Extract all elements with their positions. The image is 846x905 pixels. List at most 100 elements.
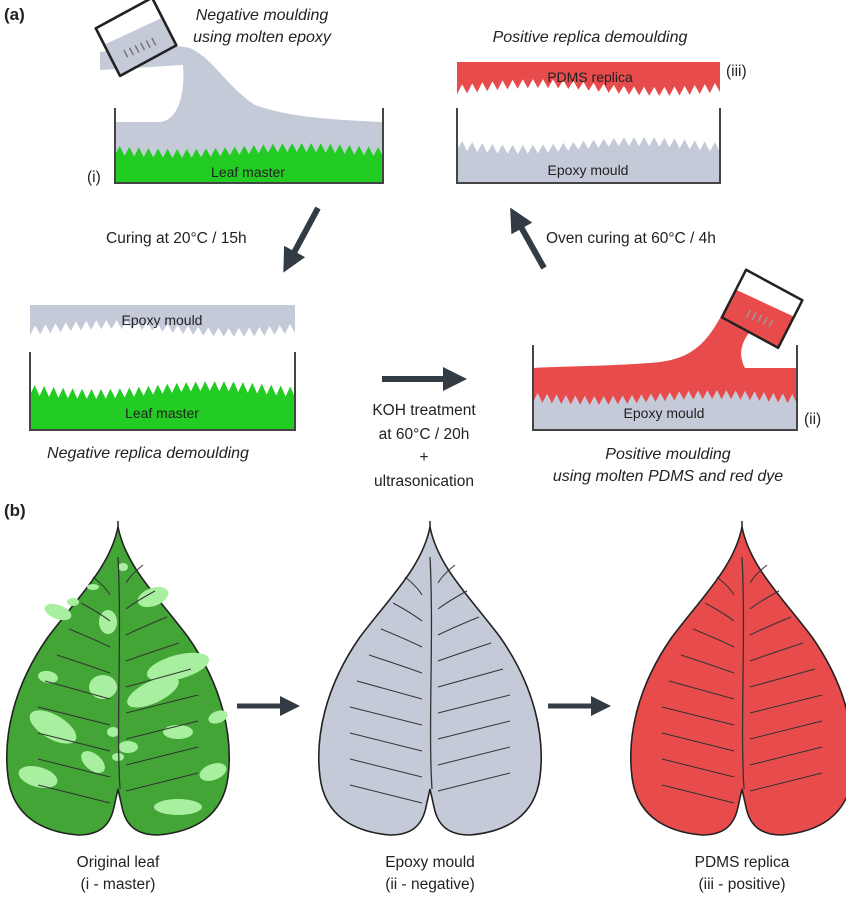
leaf-vein [68,628,111,648]
leaf-sub-1: (i - master) [81,876,156,893]
leaf-spot [29,710,77,744]
leaf-spot [154,799,202,815]
leaf-vein [125,772,199,792]
leaf-vein [368,654,423,674]
leaf-sub-2: (ii - negative) [385,876,475,893]
leaf-midrib [741,556,745,790]
leaf-vein [437,772,511,792]
container-neg [29,352,296,431]
leaf-spot [118,563,128,571]
leaf-vein [680,654,735,674]
leaf-vein [749,590,780,610]
leaf-blade [5,526,231,836]
leaf-vein [125,746,199,766]
leaf-spot [146,652,210,682]
leaf-vein [37,706,111,726]
leaf-vein [749,564,768,584]
leaves-row [5,521,846,836]
leaf-spot [81,751,105,773]
pdms-replica [457,62,720,96]
arrow-oven [510,207,547,270]
leaf-spot [89,675,117,699]
leaf-vein [37,758,111,778]
leaf-caption-2: Epoxy mould [385,854,475,871]
leaf-spot [87,584,99,590]
leaf-spot [107,727,119,737]
leaf-vein [56,654,111,674]
leaf-vein [437,590,468,610]
leaf-spot [208,710,228,724]
leaf-master-fill-2 [30,381,295,430]
beaker-icon [94,0,178,78]
panel-b-label: (b) [4,501,26,520]
leaf-spot [163,725,193,739]
leaf-vein [392,602,423,622]
leaf-vein [661,758,735,778]
leaf-spot [67,598,79,606]
leaf-vein [668,680,735,700]
leaf-vein [92,576,111,596]
pdms-replica-label: PDMS replica [547,69,633,85]
koh-treatment-text: KOH treatment at 60°C / 20h + ultrasonic… [372,402,476,490]
koh-line-1: KOH treatment [372,402,476,419]
leaf-spot [99,610,117,634]
leaf-vein [125,642,180,662]
leaf-master-label: Leaf master [211,164,285,180]
leaf-1 [5,521,231,836]
leaf-vein [349,732,423,752]
leaf-vein [692,628,735,648]
curing-label: Curing at 20°C / 15h [106,230,247,247]
leaf-vein [437,746,511,766]
leaf-vein [125,720,199,740]
epoxy-mould-label: Epoxy mould [548,162,629,178]
leaf-vein [37,784,111,804]
epoxy-mould-fill [457,137,720,183]
leaf-vein [125,694,199,714]
leaf-vein [749,720,823,740]
leaf-blade [317,526,543,836]
container-i [114,108,384,184]
leaf-vein [380,628,423,648]
leaf-blade [629,526,846,836]
step-i-negative-moulding: Negative moulding using molten epoxy Lea… [87,0,384,186]
leaf-spot [199,763,227,781]
leaf-vein [704,602,735,622]
epoxy-mould-label-ii: Epoxy mould [624,405,705,421]
leaf-vein [437,694,511,714]
leaf-master-label-2: Leaf master [125,405,199,421]
panel-a-label: (a) [4,5,25,24]
koh-line-4: ultrasonication [374,473,474,490]
pdms-pour [533,300,797,410]
leaf-sub-3: (iii - positive) [699,876,786,893]
step-ii-caption-2: using molten PDMS and red dye [553,468,783,485]
arrow-curing [283,206,321,273]
leaf-vein [125,616,168,636]
container-iii [456,108,721,184]
leaf-spot [38,670,58,684]
leaf-vein [749,668,816,688]
negative-demould-caption: Negative replica demoulding [47,445,249,462]
step-iii-tag: (iii) [726,63,747,80]
leaf-vein [356,680,423,700]
leaf-vein [80,602,111,622]
leaf-3 [629,521,846,836]
step-i-title-1: Negative moulding [196,7,329,24]
leaf-vein [749,746,823,766]
leaf-caption-3: PDMS replica [695,854,790,871]
leaf-caption-1: Original leaf [77,854,160,871]
leaf-vein [749,616,792,636]
leaf-vein [661,784,735,804]
koh-line-3: + [419,449,428,466]
leaf-vein [125,590,156,610]
step-ii-tag: (ii) [804,411,821,428]
leaf-spot [18,766,58,788]
leaf-vein [349,784,423,804]
leaf-spot [112,753,124,761]
leaf-vein [349,758,423,778]
leaf-vein [749,642,804,662]
leaf-midrib [429,556,433,790]
epoxy-mould-top-label: Epoxy mould [122,312,203,328]
leaf-vein [437,668,504,688]
step-ii-positive-moulding: Epoxy mould (ii) Positive moulding using… [532,268,821,485]
step-i-title-2: using molten epoxy [193,29,332,46]
